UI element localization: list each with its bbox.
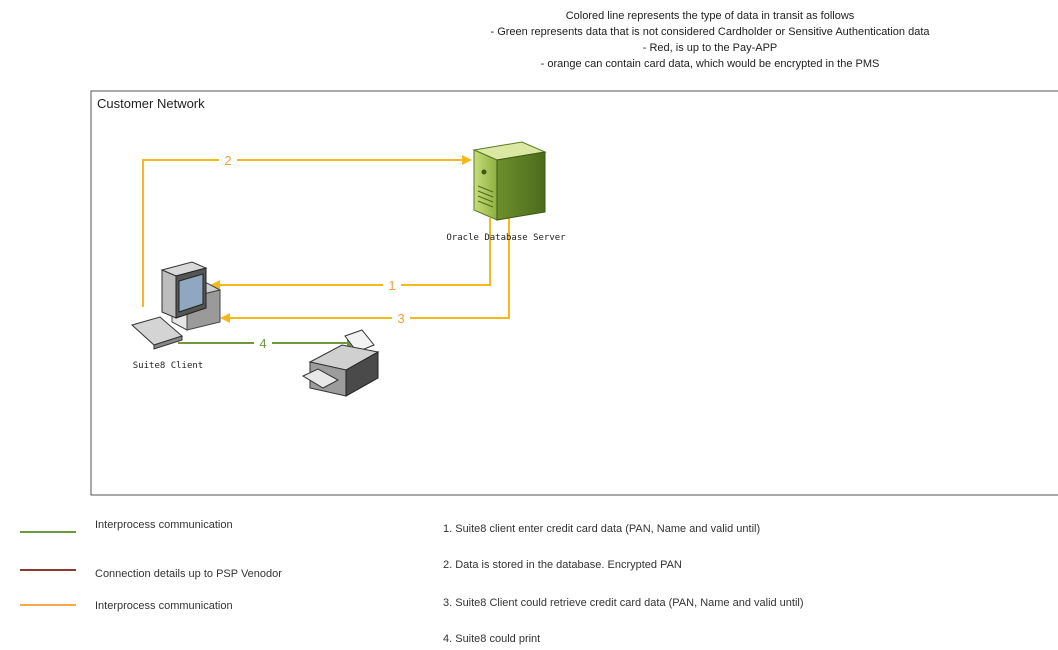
connection-1: 1: [210, 218, 491, 293]
legend-item-connection-red: Connection details up to PSP Venodor: [0, 563, 420, 583]
header-line-2: - Green represents data that is not cons…: [490, 26, 930, 38]
note-1: 1. Suite8 client enter credit card data …: [443, 523, 761, 535]
connection-1-line: [210, 218, 491, 290]
header-line-4: - orange can contain card data, which wo…: [540, 58, 880, 70]
note-3: 3. Suite8 Client could retrieve credit c…: [443, 597, 804, 609]
legend-line-red: [20, 569, 76, 571]
legend-line-green: [20, 531, 76, 533]
client-label: Suite8 Client: [133, 361, 203, 371]
server-label: Oracle Database Server: [446, 233, 566, 243]
connection-1-label: 1: [388, 278, 395, 293]
connection-2-line: [142, 155, 472, 307]
diagram-header: Colored line represents the type of data…: [380, 8, 1040, 72]
legend-label-orange: Interprocess communication: [95, 600, 233, 612]
connection-3-line: [220, 218, 510, 323]
header-line-3: - Red, is up to the Pay-APP: [642, 42, 778, 54]
connection-2-label: 2: [224, 153, 231, 168]
connection-2: 2: [142, 152, 472, 307]
legend-line-orange: [20, 604, 76, 606]
server-icon: [472, 141, 547, 221]
connection-3-label: 3: [397, 311, 404, 326]
customer-network-title: Customer Network: [97, 96, 205, 111]
printer-icon: [301, 329, 380, 397]
legend-label-green: Interprocess communication: [95, 519, 233, 531]
legend-label-red: Connection details up to PSP Venodor: [95, 568, 282, 580]
workstation-icon: [130, 261, 222, 350]
connection-4: 4: [178, 335, 357, 351]
header-line-1: Colored line represents the type of data…: [565, 10, 855, 22]
legend-item-interprocess-orange: Interprocess communication: [0, 598, 420, 618]
connection-3: 3: [220, 218, 510, 326]
note-2: 2. Data is stored in the database. Encry…: [443, 559, 682, 571]
connection-4-label: 4: [259, 336, 266, 351]
network-diagram: Customer Network 2 1 3 4 Oracle Database…: [90, 90, 1058, 496]
legend-item-interprocess-green: Interprocess communication: [0, 517, 420, 537]
customer-network-boundary: [90, 90, 1058, 496]
note-4: 4. Suite8 could print: [443, 633, 541, 645]
